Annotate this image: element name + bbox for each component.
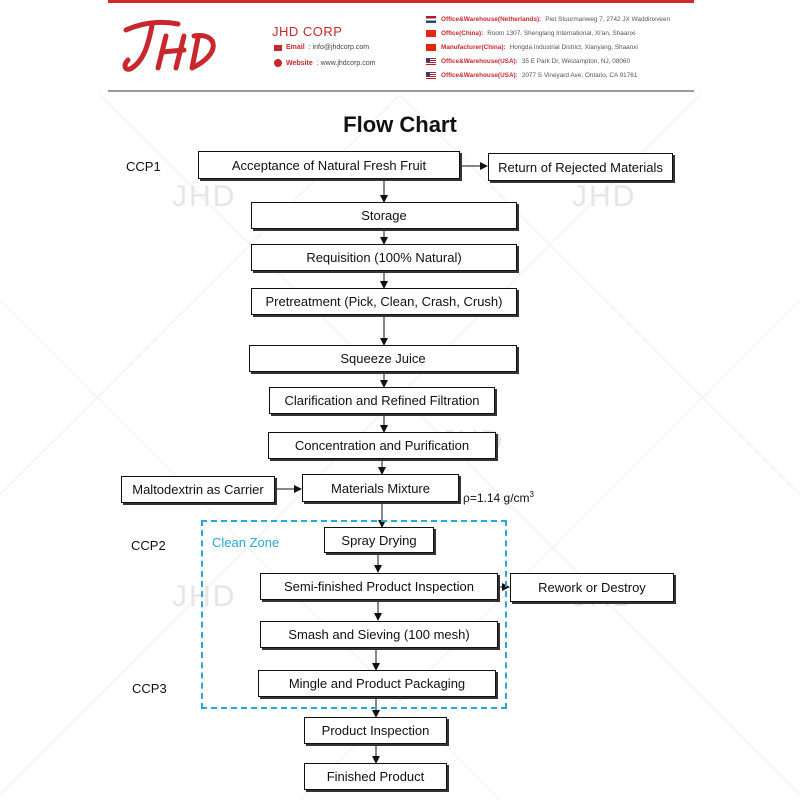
density-annotation: ρ=1.14 g/cm3 [463,490,534,505]
diagram-title: Flow Chart [343,112,457,137]
office-address: 35 E Park Dr, Westampton, NJ, 08060 [521,57,631,65]
header-divider [108,90,694,92]
office-item: Office&Warehouse(USA): 2077 S Vineyard A… [426,68,670,82]
clean-zone-label: Clean Zone [212,535,280,550]
office-label: Manufacturer(China): [441,43,506,51]
node-clarification: Clarification and Refined Filtration [269,387,495,414]
office-address: Hongda Industrial District, Xianyang, Sh… [509,43,638,51]
office-label: Office&Warehouse(Netherlands): [441,15,542,23]
node-mingle: Mingle and Product Packaging [258,670,496,697]
company-name: JHD CORP [272,24,343,39]
node-return-rejected: Return of Rejected Materials [488,153,673,181]
node-product-inspection: Product Inspection [304,717,447,744]
china-flag-icon [426,29,436,37]
office-address: Piet Stuurmanweg 7, 2742 JX Waddinxveen [545,15,671,23]
watermark-text: JHD [572,180,637,213]
node-semi-inspection: Semi-finished Product Inspection [260,573,498,600]
office-list: Office&Warehouse(Netherlands): Piet Stuu… [426,12,670,82]
jhd-logo-icon [122,19,216,72]
email-label: Email [286,44,305,51]
watermark-text: JHD [172,180,237,213]
node-spray: Spray Drying [324,527,434,553]
mail-icon [274,44,282,51]
website-label: Website [286,59,313,67]
office-item: Office&Warehouse(Netherlands): Piet Stuu… [426,12,670,26]
ccp1-label: CCP1 [126,159,161,174]
office-address: Room 1307, Shenglang International, Xi'a… [487,29,636,37]
node-mixture: Materials Mixture [302,474,459,502]
email-row: Email : info@jhdcorp.com [274,44,369,51]
ccp2-label: CCP2 [131,538,166,553]
header-top-rule [108,0,694,3]
density-value: ρ=1.14 g/cm [463,491,530,505]
node-storage: Storage [251,202,517,229]
email-value[interactable]: : info@jhdcorp.com [308,44,370,51]
density-exponent: 3 [529,490,534,499]
node-finished: Finished Product [304,763,447,790]
node-pretreatment: Pretreatment (Pick, Clean, Crash, Crush) [251,288,517,315]
node-smash: Smash and Sieving (100 mesh) [260,621,498,648]
node-requisition: Requisition (100% Natural) [251,244,517,271]
ccp3-label: CCP3 [132,681,167,696]
office-address: 2077 S Vineyard Ave, Ontario, CA 91761 [521,71,638,79]
office-label: Office(China): [441,29,484,37]
globe-icon [274,59,282,67]
website-value[interactable]: : www.jhdcorp.com [316,59,376,67]
clean-zone-boundary [201,520,507,709]
office-label: Office&Warehouse(USA): [441,71,518,79]
office-item: Office(China): Room 1307, Shenglang Inte… [426,26,670,40]
website-row: Website : www.jhdcorp.com [274,59,375,67]
node-squeeze: Squeeze Juice [249,345,517,372]
node-acceptance: Acceptance of Natural Fresh Fruit [198,151,460,179]
office-label: Office&Warehouse(USA): [441,57,518,65]
node-rework: Rework or Destroy [510,573,674,602]
usa-flag-icon [426,71,436,79]
office-item: Office&Warehouse(USA): 35 E Park Dr, Wes… [426,54,670,68]
node-maltodextrin: Maltodextrin as Carrier [121,476,275,503]
usa-flag-icon [426,57,436,65]
netherlands-flag-icon [426,15,436,23]
watermark-text: JHD [172,580,237,613]
office-item: Manufacturer(China): Hongda Industrial D… [426,40,670,54]
china-flag-icon [426,43,436,51]
node-concentration: Concentration and Purification [268,432,496,459]
